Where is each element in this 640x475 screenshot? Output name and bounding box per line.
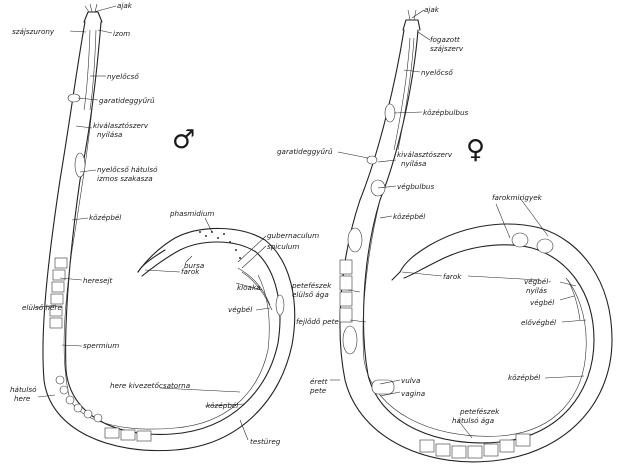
label-female-nyelocso: nyelőcső xyxy=(421,68,453,77)
male-pharynx xyxy=(83,29,97,111)
male-tail xyxy=(137,249,166,273)
male-testis-cells xyxy=(49,257,152,442)
label-male-nyelocso-hatulso-2: izmos szakasza xyxy=(97,174,153,183)
female-median-bulb xyxy=(384,103,396,123)
label-female-kivalaszto-2: nyílása xyxy=(401,159,426,168)
female-symbol: ♀ xyxy=(466,135,485,165)
label-female-petefeszek-elulso-2: elülső ága xyxy=(292,290,329,299)
label-male-szajszurony: szájszurony xyxy=(12,27,55,36)
label-male-izom: izom xyxy=(113,29,130,38)
label-male-phasmidium: phasmidium xyxy=(169,209,214,218)
male-bursa-dots xyxy=(199,231,241,259)
label-female-vegbulbus: végbulbus xyxy=(397,182,434,191)
female-leader-lines xyxy=(330,9,587,439)
label-male-hatulso-here-2: here xyxy=(14,394,31,403)
male-leader-lines xyxy=(33,5,271,441)
label-female-farok: farok xyxy=(443,272,462,281)
female-intestine xyxy=(362,199,587,437)
label-female-vegbel-nyilas-2: nyílás xyxy=(526,286,547,295)
male-lip-bristles xyxy=(84,3,98,13)
label-male-spiculum: spiculum xyxy=(267,242,299,251)
label-male-bursa: bursa xyxy=(184,261,204,270)
male-symbol: ♂ xyxy=(172,125,195,155)
label-female-kozepbel-upper: középbél xyxy=(393,212,425,221)
label-male-testureg: testüreg xyxy=(250,437,281,446)
female-labels: ajak fogazott szájszerv nyelőcső középbu… xyxy=(277,5,556,425)
label-male-kivezeto: here kivezetőcsatorna xyxy=(110,381,190,390)
label-male-heresejt: heresejt xyxy=(83,276,114,285)
female-body-outer-wall xyxy=(339,29,613,463)
female-tail-glands xyxy=(511,232,554,254)
label-female-vegbel-nyilas-1: végbél- xyxy=(524,277,551,286)
female-lip-bristles xyxy=(407,9,417,21)
label-female-vegbel: végbél xyxy=(530,298,554,307)
label-female-erett-1: érett xyxy=(310,377,329,386)
male-body-inner-wall xyxy=(65,21,281,435)
female-rectum xyxy=(567,279,581,321)
male-labels: ajak szájszurony izom nyelőcső garatideg… xyxy=(10,1,319,446)
male-posterior-bulb xyxy=(74,152,86,178)
label-female-fejlodo-pete: fejlődő pete xyxy=(296,317,339,326)
label-male-nyelocso-hatulso-1: nyelőcső hátulsó xyxy=(97,165,158,174)
label-female-kozepbulbus: középbulbus xyxy=(423,108,469,117)
label-male-farok: farok xyxy=(181,267,200,276)
label-male-kloaka: kloaka xyxy=(237,283,261,292)
label-female-fogazott-1: fogazott xyxy=(430,35,461,44)
label-male-kivalaszto-2: nyílása xyxy=(97,130,122,139)
label-male-vegbel: végbél xyxy=(228,305,252,314)
label-female-petefeszek-hatulso-1: petefészek xyxy=(459,407,500,416)
male-intestine xyxy=(63,99,270,430)
label-male-nyelocso: nyelőcső xyxy=(107,72,139,81)
male-head xyxy=(83,11,103,23)
label-male-gubernaculum: gubernaculum xyxy=(267,231,319,240)
female-worm xyxy=(339,9,613,463)
label-male-elulso-here: elülső here xyxy=(22,303,62,312)
male-spiculum xyxy=(237,267,273,311)
label-female-kivalaszto-1: kiválasztószerv xyxy=(397,150,453,159)
male-rectum xyxy=(275,294,285,316)
female-ovary-cells xyxy=(339,227,531,459)
label-male-ajak: ajak xyxy=(117,1,133,10)
label-female-vulva: vulva xyxy=(401,376,420,385)
label-female-petefeszek-elulso-1: petefészek xyxy=(291,281,332,290)
label-male-kivalaszto-1: kiválasztószerv xyxy=(93,121,149,130)
label-female-petefeszek-hatulso-2: hátulsó ága xyxy=(452,416,494,425)
female-nerve-ring xyxy=(366,155,378,165)
label-female-ajak: ajak xyxy=(424,5,440,14)
label-female-vagina: vagina xyxy=(401,389,425,398)
female-head xyxy=(402,19,421,31)
label-male-spermium: spermium xyxy=(83,341,119,350)
label-male-kozepbel-upper: középbél xyxy=(89,213,121,222)
male-body-outer-wall xyxy=(42,21,296,452)
female-tail xyxy=(391,271,401,281)
female-pharynx xyxy=(393,37,415,151)
label-male-kozepbel-lower: középbél xyxy=(206,401,238,410)
label-female-farokmirigyek: farokmirigyek xyxy=(492,193,543,202)
label-female-fogazott-2: szájszerv xyxy=(430,44,464,53)
label-male-hatulso-here-1: hátulsó xyxy=(10,385,37,394)
label-female-elovegbel: elővégbél xyxy=(521,318,556,327)
label-female-garatideggyuru: garatideggyűrű xyxy=(277,147,333,156)
label-female-erett-2: pete xyxy=(309,386,327,395)
label-female-kozepbel-lower: középbél xyxy=(508,373,540,382)
label-male-garatideggyuru: garatideggyűrű xyxy=(99,96,155,105)
